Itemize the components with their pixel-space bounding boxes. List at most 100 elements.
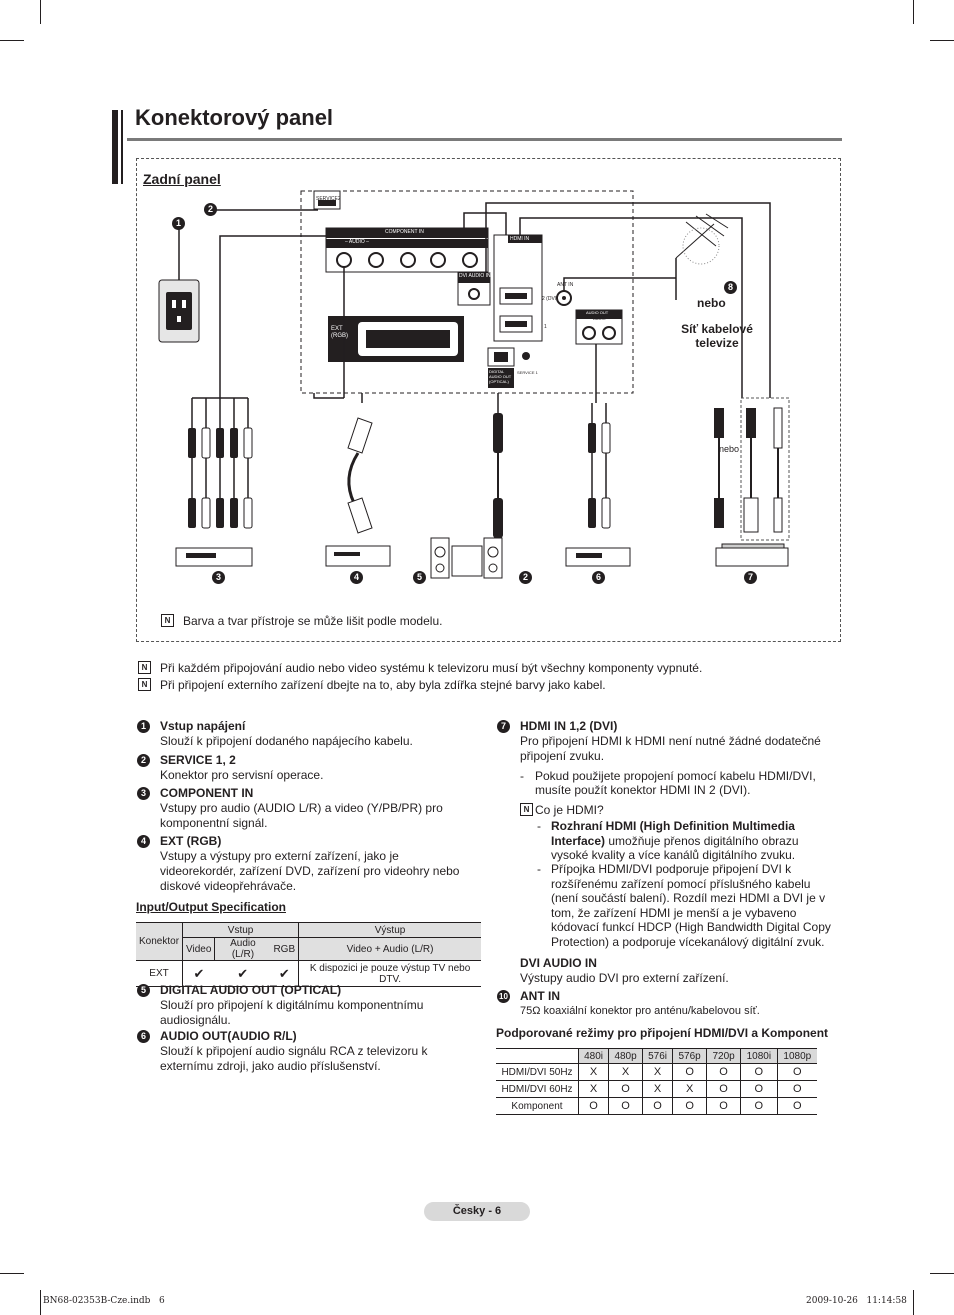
cell: X (642, 1063, 674, 1081)
cell-available: K dispozici je pouze výstup TV nebo DTV. (309, 962, 471, 985)
cell: O (706, 1080, 742, 1098)
item-power: Vstup napájení Slouží k připojení dodané… (160, 719, 480, 749)
item-title: AUDIO OUT(AUDIO R/L) (160, 1029, 297, 1043)
note-1: Při každém připojování audio nebo video … (160, 661, 703, 675)
vcr-device-icon (565, 547, 631, 567)
audio-rca-cable-icon (588, 403, 611, 529)
section-bar (121, 110, 123, 184)
title-rule (127, 138, 842, 141)
hdmi-cable-icon (714, 397, 790, 541)
th-konektor: Konektor (136, 922, 184, 961)
scart-cable-icon (347, 417, 373, 534)
item-optical: DIGITAL AUDIO OUT (OPTICAL) Slouží pro p… (160, 983, 460, 1028)
crop-mark (913, 0, 914, 24)
cell-ext: EXT (136, 960, 184, 987)
item-badge: 10 (497, 990, 510, 1003)
row-label: HDMI/DVI 50Hz (496, 1063, 579, 1081)
cell: O (793, 1100, 802, 1112)
modes-title: Podporované režimy pro připojení HDMI/DV… (496, 1026, 829, 1040)
cell: O (578, 1097, 610, 1115)
crop-mark (930, 40, 954, 41)
cell: O (706, 1097, 742, 1115)
item-ext: EXT (RGB) Vstupy a výstupy pro externí z… (160, 834, 475, 894)
item-body: 75Ω koaxiální konektor pro anténu/kabelo… (520, 1005, 760, 1017)
hdmi-dvi-note: Pokud použijete propojení pomocí kabelu … (535, 769, 816, 797)
crop-mark (40, 0, 41, 24)
crop-mark (913, 1290, 914, 1315)
diagram-frame (136, 158, 841, 642)
note-icon: N (520, 803, 533, 816)
cell: O (793, 1066, 802, 1078)
item-body: Slouží pro připojení k digitálnímu kompo… (160, 998, 424, 1027)
nebo-label: nebo (697, 296, 726, 310)
item-badge: 7 (497, 720, 510, 733)
audio-label: – AUDIO – (345, 239, 369, 245)
cell: X (642, 1080, 674, 1098)
item-body: Slouží k připojení audio signálu RCA z t… (160, 1044, 428, 1073)
cell: X (578, 1063, 610, 1081)
dvd-device-icon (325, 545, 391, 567)
diagram-subtitle: Zadní panel (143, 171, 221, 187)
power-socket-icon (158, 279, 200, 343)
crop-mark (930, 1273, 954, 1274)
cell: O (642, 1097, 674, 1115)
dvd-device-icon (715, 543, 789, 567)
th-video: Video (182, 937, 216, 961)
item-title: EXT (RGB) (160, 834, 222, 848)
badge-2: 2 (204, 203, 217, 216)
badge-1: 1 (172, 217, 185, 230)
cell: O (608, 1097, 644, 1115)
connector-diagram (158, 190, 790, 579)
th-vstup: Vstup (182, 922, 300, 938)
crop-mark (0, 1273, 24, 1274)
service2-label: SERVICE2 (316, 196, 341, 202)
th-mode: 480p (608, 1048, 644, 1064)
optical-cable-icon (493, 413, 503, 538)
cell: X (608, 1063, 644, 1081)
back-panel-outline (300, 190, 634, 394)
print-date: 2009-10-26 ﻿11:14:58 (806, 1296, 907, 1306)
crop-mark (0, 40, 24, 41)
th-audio: Audio (L/R) (230, 938, 256, 960)
service1-jack (522, 352, 530, 360)
th-mode: 720p (706, 1048, 742, 1064)
hdmi-bullet-bold: Rozhraní HDMI (High Definition Multimedi… (551, 819, 795, 848)
cell: O (740, 1063, 778, 1081)
item-component: COMPONENT IN Vstupy pro audio (AUDIO L/R… (160, 786, 470, 831)
badge-3: 3 (212, 571, 225, 584)
component-in-label: COMPONENT IN (385, 229, 424, 235)
item-title: ANT IN (520, 989, 560, 1003)
item-title: SERVICE 1, 2 (160, 753, 236, 767)
badge-8: 8 (724, 281, 737, 294)
antenna-icon (675, 213, 729, 265)
cell: O (672, 1063, 708, 1081)
page-number: Česky - 6 (424, 1202, 530, 1221)
modes-table: 480i 480p 576i 576p 720p 1080i 1080p HDM… (496, 1048, 817, 1115)
io-spec-title: Input/Output Specification (136, 900, 286, 914)
th-mode: 1080p (783, 1050, 812, 1062)
item-badge: 2 (137, 754, 150, 767)
file-info: BN68-02353B-Cze.indb 6 (43, 1296, 165, 1306)
item-badge: 1 (137, 720, 150, 733)
vcr-device-icon (175, 547, 253, 567)
cell: X (578, 1080, 610, 1098)
cell-check: ✔ (193, 965, 205, 981)
rca-jacks (336, 252, 478, 268)
th-blank (496, 1048, 579, 1064)
cell: O (706, 1063, 742, 1081)
cell: X (672, 1080, 708, 1098)
item-hdmi: HDMI IN 1,2 (DVI) Pro připojení HDMI k H… (520, 719, 840, 764)
item-title: HDMI IN 1,2 (DVI) (520, 719, 618, 733)
ant-in-label: ANT IN (557, 282, 574, 288)
badge-7: 7 (744, 571, 757, 584)
item-title: COMPONENT IN (160, 786, 254, 800)
note-icon: N (138, 678, 151, 691)
item-body: Pro připojení HDMI k HDMI není nutné žád… (520, 734, 821, 763)
item-body: Vstupy pro audio (AUDIO L/R) a video (Y/… (160, 801, 443, 830)
audio-out-label: AUDIO OUT (586, 310, 609, 315)
item-body: Výstupy audio DVI pro externí zařízení. (520, 971, 729, 985)
item-badge: 4 (137, 835, 150, 848)
digital-audio-label: DIGITAL AUDIO OUT (OPTICAL) (489, 369, 512, 384)
cell: O (740, 1080, 778, 1098)
dvi-port-label: 2 (DVI) (542, 296, 558, 302)
